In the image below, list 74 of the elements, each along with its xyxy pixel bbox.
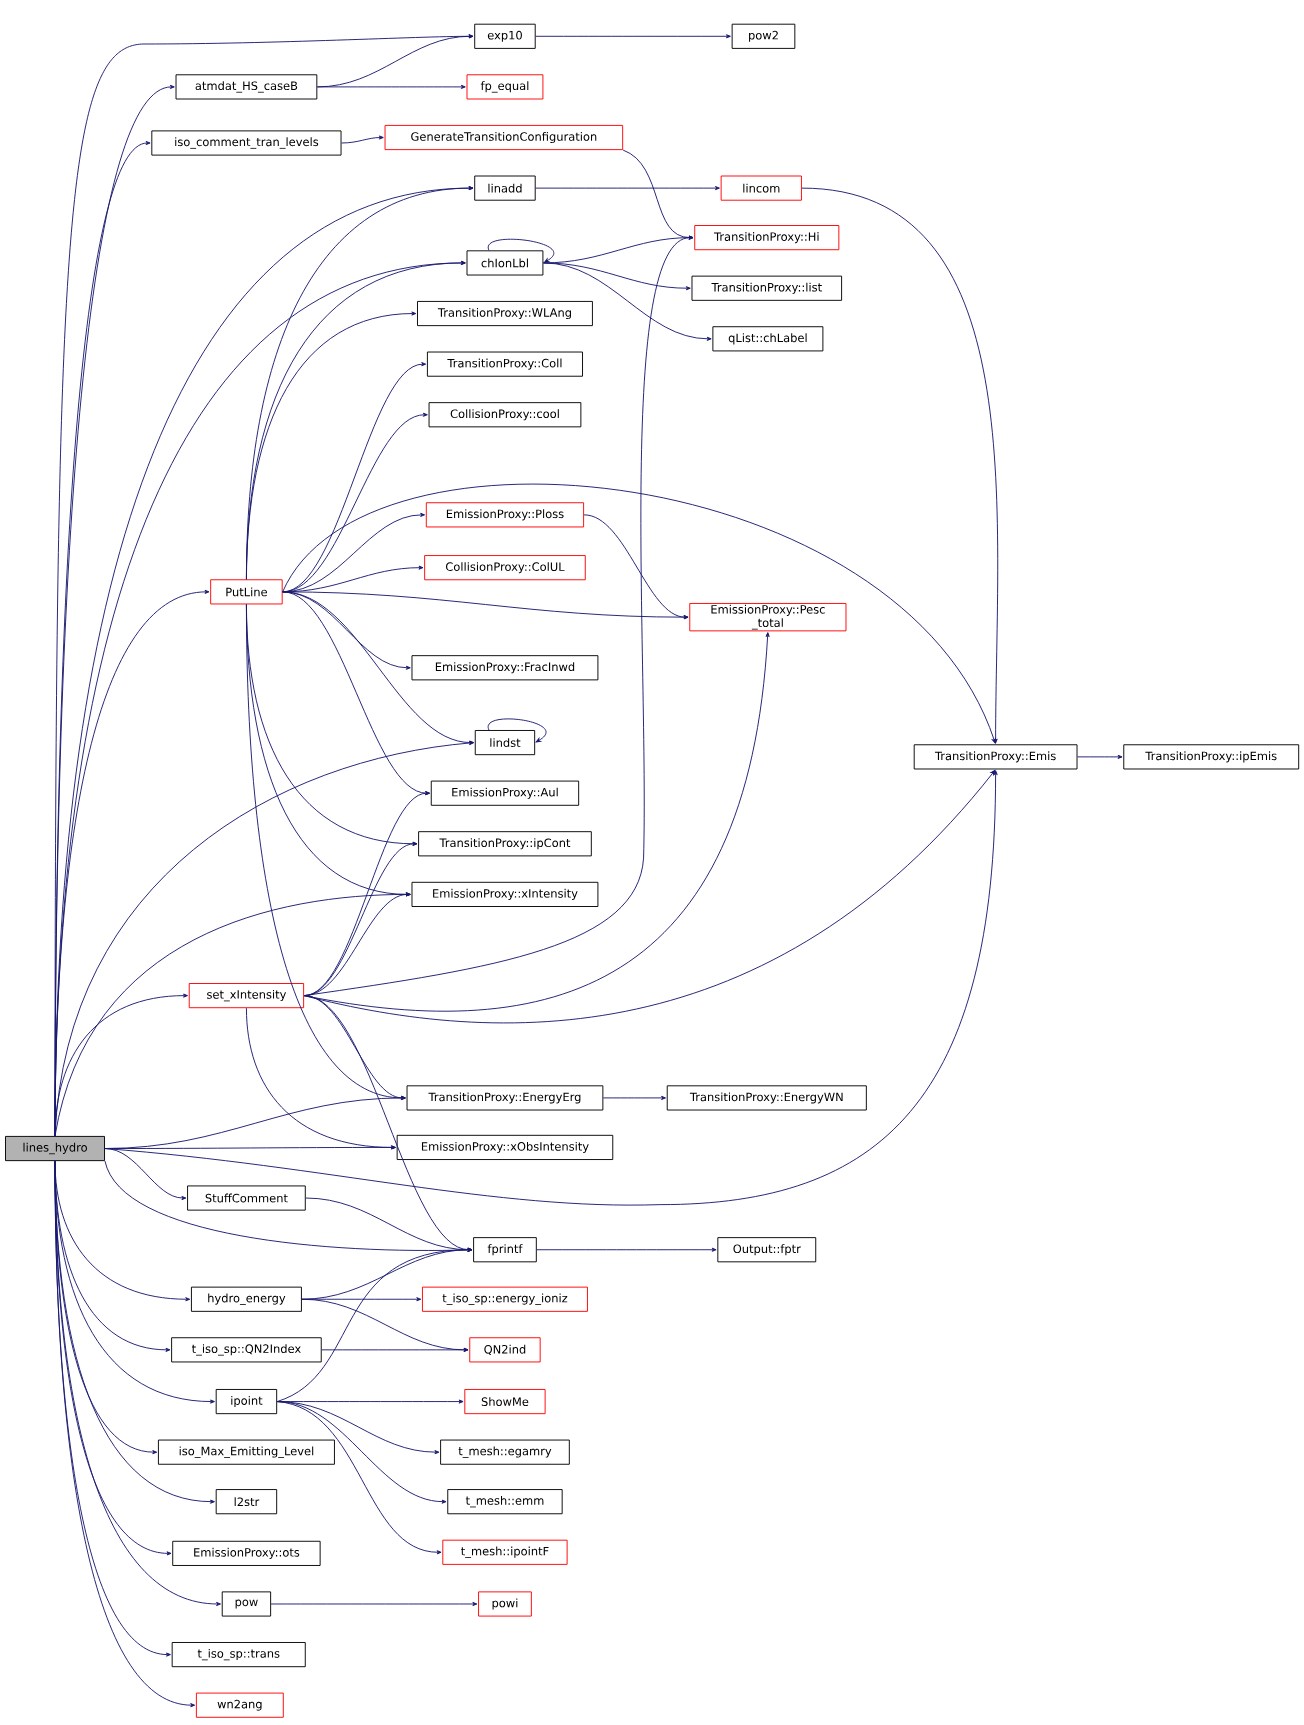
arrow: [321, 1347, 469, 1352]
arrow: [303, 769, 996, 1024]
arrow: [543, 262, 712, 341]
arrow: [488, 718, 547, 743]
function-box: TransitionProxy::ipEmis: [1123, 744, 1300, 770]
arrow: [270, 1601, 478, 1607]
function-box: t_mesh::ipointF: [442, 1539, 568, 1565]
function-box: linadd: [474, 175, 536, 201]
function-box: StuffComment: [187, 1185, 306, 1211]
function-box: lindst: [474, 730, 536, 756]
function-box: TransitionProxy::list: [691, 275, 843, 301]
function-box: EmissionProxy::xObsIntensity: [396, 1134, 614, 1160]
function-box: EmissionProxy::Pesc _total: [689, 603, 847, 632]
function-box: TransitionProxy::ipCont: [418, 831, 592, 857]
function-box: GenerateTransitionConfiguration: [384, 124, 624, 151]
function-box: QN2ind: [469, 1337, 541, 1363]
arrow: [104, 1160, 473, 1252]
function-box: EmissionProxy::xIntensity: [411, 881, 599, 907]
arrow: [246, 1007, 397, 1150]
function-box: CollisionProxy::ColUL: [424, 555, 586, 581]
arrow: [276, 1247, 473, 1403]
arrow: [54, 993, 189, 1137]
function-box: iso_comment_tran_levels: [151, 130, 342, 156]
function-box: TransitionProxy::EnergyWN: [666, 1085, 867, 1111]
function-box: EmissionProxy::Aul: [430, 780, 580, 806]
arrow: [341, 135, 384, 144]
arrow: [1077, 754, 1123, 759]
function-box: ipoint: [215, 1389, 278, 1415]
function-box: fp_equal: [466, 74, 544, 100]
arrow: [801, 187, 999, 744]
function-box: t_mesh::emm: [447, 1489, 563, 1515]
arrow: [535, 186, 721, 191]
function-box: powi: [478, 1591, 532, 1617]
function-box: EmissionProxy::ots: [172, 1540, 321, 1566]
arrow: [535, 34, 732, 39]
function-box: t_iso_sp::trans: [171, 1642, 306, 1668]
function-box: wn2ang: [196, 1692, 284, 1718]
function-box: TransitionProxy::Emis: [913, 744, 1078, 770]
function-box: TransitionProxy::WLAng: [417, 300, 594, 327]
function-box: chIonLbl: [466, 250, 544, 276]
function-box: lines_hydro: [5, 1135, 106, 1162]
function-box: pow: [221, 1591, 272, 1617]
function-box: Output::fptr: [717, 1237, 817, 1263]
function-box: iso_Max_Emitting_Level: [158, 1439, 336, 1465]
arrow: [276, 1401, 442, 1555]
function-box: t_mesh::egamry: [440, 1439, 570, 1465]
arrow: [488, 238, 555, 263]
arrow: [536, 1247, 717, 1252]
function-box: t_iso_sp::energy_ioniz: [422, 1286, 589, 1312]
function-box: PutLine: [210, 579, 283, 605]
function-box: TransitionProxy::Coll: [427, 351, 584, 377]
arrow: [317, 84, 466, 89]
function-box: ShowMe: [464, 1389, 546, 1415]
arrow: [104, 1148, 187, 1201]
function-box: hydro_energy: [191, 1286, 303, 1312]
function-box: qList::chLabel: [712, 326, 824, 352]
function-box: atmdat_HS_caseB: [175, 74, 318, 100]
arrow: [583, 514, 689, 620]
arrow: [246, 311, 417, 580]
arrow: [54, 1160, 196, 1708]
function-box: t_iso_sp::QN2Index: [171, 1337, 322, 1363]
arrow: [282, 484, 997, 744]
function-box: set_xIntensity: [188, 983, 305, 1009]
function-box: l2str: [215, 1489, 278, 1515]
arrow: [603, 1095, 667, 1100]
function-box: CollisionProxy::cool: [428, 402, 582, 428]
function-box: pow2: [731, 23, 796, 49]
function-box: TransitionProxy::EnergyErg: [406, 1085, 604, 1111]
function-box: lincom: [720, 175, 803, 201]
function-box: EmissionProxy::Ploss: [426, 502, 585, 528]
function-box: fprintf: [473, 1237, 537, 1263]
function-box: exp10: [474, 23, 536, 49]
function-box: EmissionProxy::FracInwd: [411, 655, 599, 681]
function-box: TransitionProxy::Hi: [694, 225, 840, 251]
